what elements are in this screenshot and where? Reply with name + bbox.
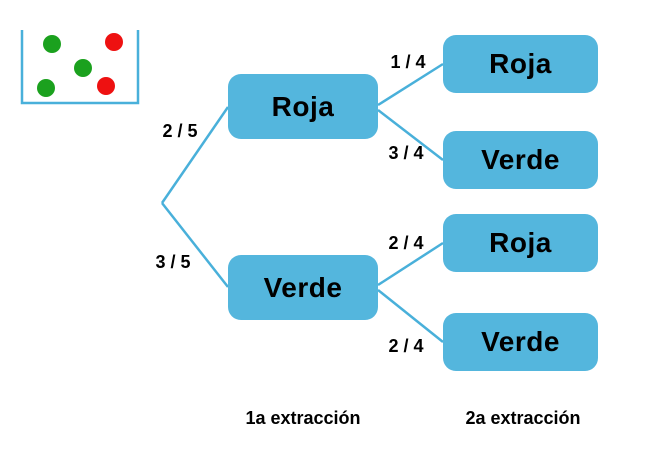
- node-second-verde-roja: Roja: [443, 214, 598, 272]
- node-first-roja: Roja: [228, 74, 378, 139]
- node-first-verde: Verde: [228, 255, 378, 320]
- node-second-verde-verde: Verde: [443, 313, 598, 371]
- branch-roja-verde: [377, 109, 444, 161]
- branch-verde-roja: [377, 241, 444, 287]
- probability-label-2-4-top: 2 / 4: [388, 233, 424, 253]
- probability-label-3-4: 3 / 4: [388, 143, 424, 163]
- red-dot: [105, 33, 123, 51]
- second-extraction-label: 2a extracción: [465, 408, 581, 428]
- green-dot: [43, 35, 61, 53]
- probability-label-2-5: 2 / 5: [162, 121, 198, 141]
- probability-label-2-4-bottom: 2 / 4: [388, 336, 424, 356]
- node-second-roja-verde: Verde: [443, 131, 598, 189]
- node-second-roja-roja: Roja: [443, 35, 598, 93]
- branch-root-roja: [160, 106, 230, 204]
- urn-outline: [20, 30, 140, 105]
- probability-label-3-5: 3 / 5: [155, 252, 191, 272]
- probability-label-1-4: 1 / 4: [390, 52, 426, 72]
- green-dot: [37, 79, 55, 97]
- branch-roja-roja: [377, 62, 444, 107]
- green-dot: [74, 59, 92, 77]
- red-dot: [97, 77, 115, 95]
- branch-verde-verde: [377, 289, 444, 343]
- branch-root-verde: [161, 202, 229, 288]
- first-extraction-label: 1a extracción: [245, 408, 361, 428]
